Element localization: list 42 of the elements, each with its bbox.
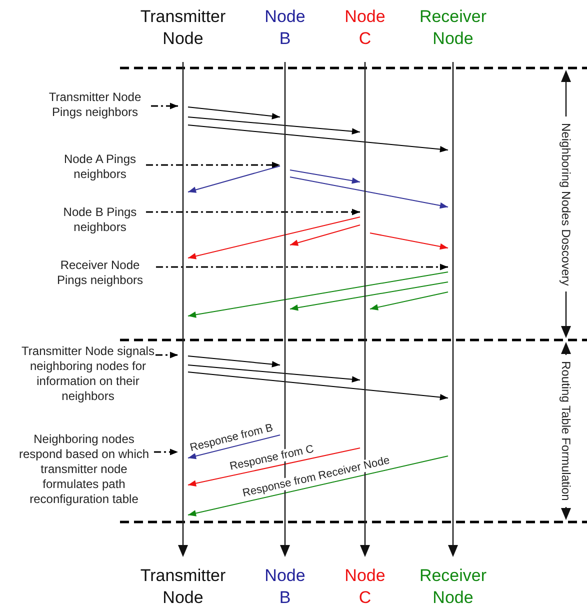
message-arrow [370, 232, 448, 250]
annotation-text: Node B Pings neighbors [54, 205, 146, 235]
participant-label: Receiver Node [418, 6, 488, 50]
annotation-text: Transmitter Node signals neighboring nodes for information on their neighbors [20, 344, 156, 404]
message-arrow [370, 292, 448, 310]
annotation-text: Node A Pings neighbors [54, 152, 146, 182]
leader-arrow [146, 162, 280, 168]
lifeline [178, 62, 188, 557]
annotation-text: Neighboring nodes respond based on which transmitter node formulates path reconfiguration table [14, 432, 154, 507]
message-arrow [290, 170, 360, 184]
participant-label: Transmitter Node [139, 6, 227, 50]
participant-label: Node C [344, 6, 386, 50]
participant-label: Receiver Node [418, 565, 488, 609]
message-arrow [290, 176, 448, 209]
message-arrow [290, 282, 448, 311]
message-arrow [188, 434, 280, 460]
message-arrow [188, 364, 360, 382]
message-arrow [188, 166, 280, 193]
leader-arrow [156, 264, 448, 270]
leader-arrow [151, 102, 178, 110]
message-arrow [188, 216, 360, 260]
annotation-text: Receiver Node Pings neighbors [44, 258, 156, 288]
message-arrow [188, 356, 280, 368]
message-arrow [188, 106, 280, 120]
participant-label: Node C [344, 565, 386, 609]
message-arrow [188, 456, 448, 516]
leader-arrow [146, 208, 360, 216]
participant-label: Node B [264, 6, 306, 50]
annotation-text: Transmitter Node Pings neighbors [39, 90, 151, 120]
message-arrow [188, 116, 360, 134]
message-arrow [290, 224, 360, 246]
leader-arrow [156, 352, 178, 358]
participant-label: Node B [264, 565, 306, 609]
participant-label: Transmitter Node [139, 565, 227, 609]
lifeline [448, 62, 458, 557]
message-arrow [188, 372, 448, 400]
message-arrow [188, 272, 448, 318]
phase-label: Routing Table Formulation [559, 361, 573, 501]
phase-label: Neighboring Nodes Doscovery [559, 122, 573, 286]
leader-arrow [154, 448, 178, 456]
message-arrow [188, 448, 360, 486]
message-arrow [188, 124, 448, 152]
